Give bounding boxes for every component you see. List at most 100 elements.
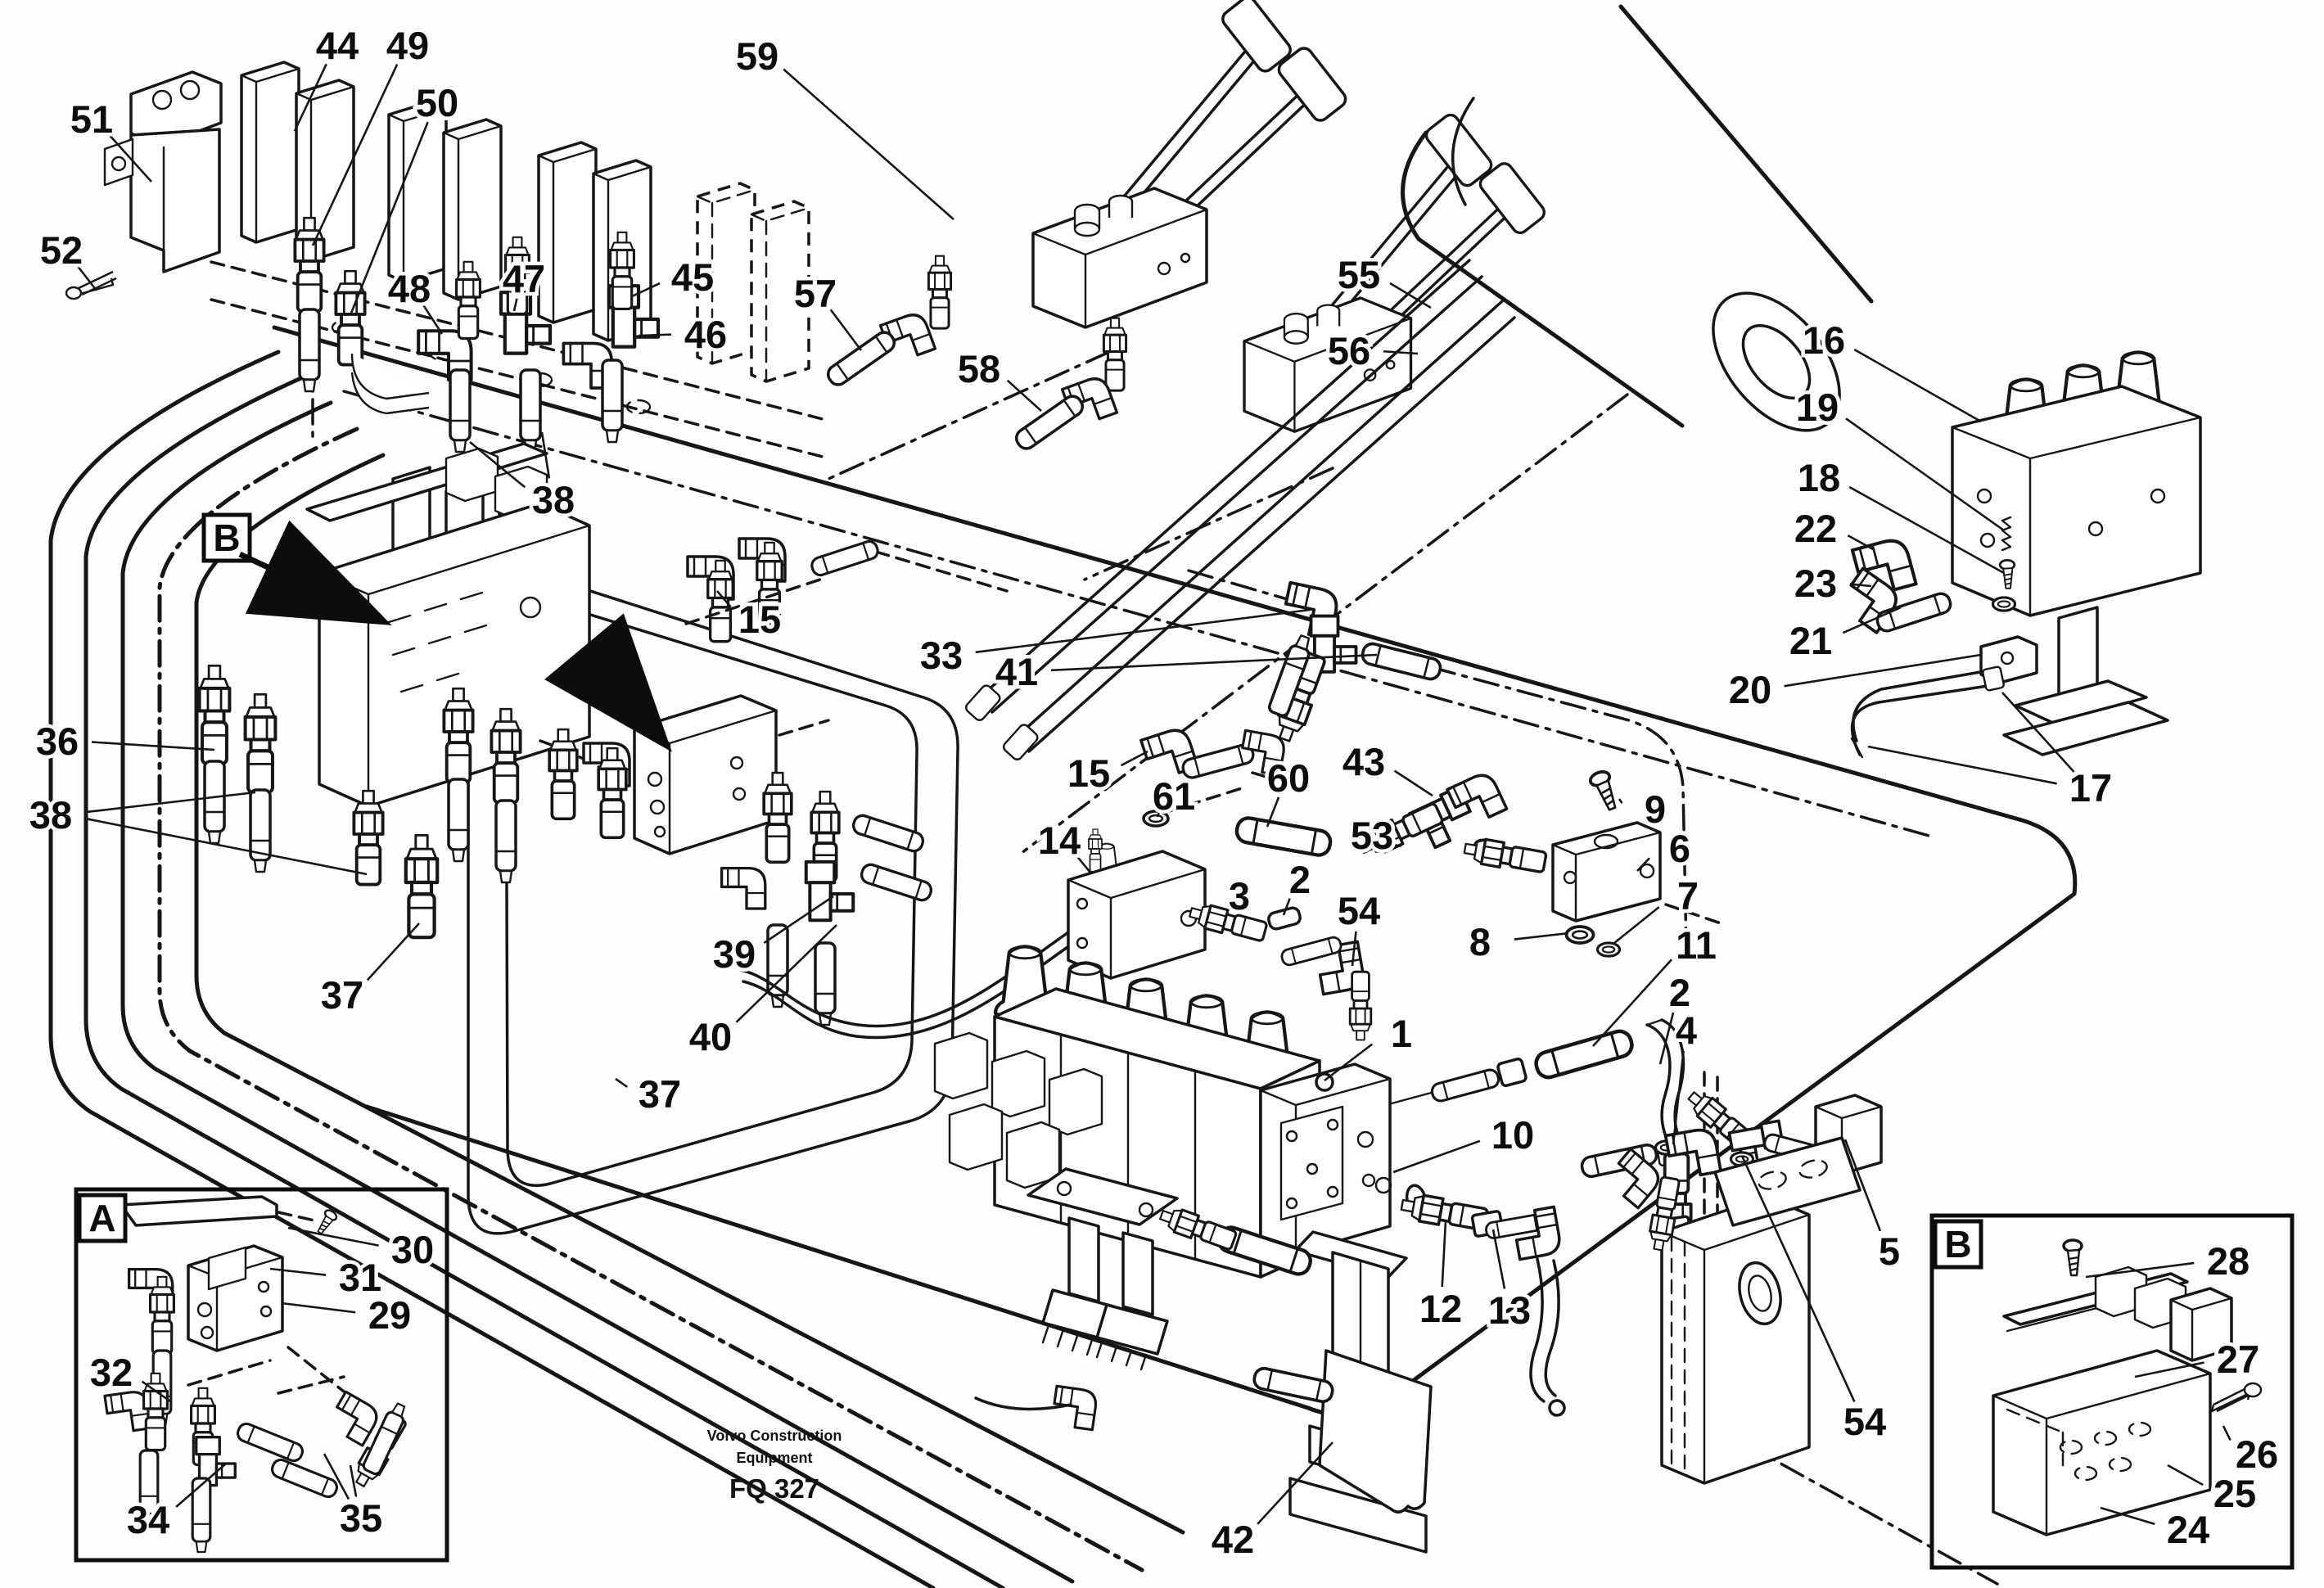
- part-label-2: 2: [1289, 858, 1311, 901]
- line-art: [537, 141, 598, 324]
- leader-line-2: [1658, 1012, 1675, 1065]
- inset-b-border: [1929, 1213, 2295, 1570]
- part-label-35: 35: [340, 1496, 382, 1540]
- line-art: [519, 368, 542, 453]
- line-art: [240, 61, 300, 244]
- line-art: [2128, 1421, 2152, 1437]
- line-art: [203, 760, 226, 845]
- view-marker-b-letter: B: [213, 517, 240, 559]
- line-art: [444, 447, 499, 503]
- line-art: [1002, 724, 1039, 760]
- part-label-46: 46: [684, 313, 727, 356]
- part-label-21: 21: [1789, 619, 1832, 662]
- part-label-33: 33: [920, 634, 963, 677]
- line-art: [257, 1280, 270, 1293]
- line-art: [933, 1031, 989, 1100]
- leader-line-35: [323, 1453, 350, 1500]
- part-label-38: 38: [29, 793, 72, 837]
- pilot-pipe-runs: [48, 350, 1185, 1588]
- part-label-37: 37: [639, 1072, 681, 1116]
- leader-line-38: [540, 431, 551, 479]
- line-art: [2059, 1439, 2083, 1455]
- leader-line-3: [1231, 915, 1234, 918]
- leader-line-42: [1257, 1441, 1333, 1525]
- leader-line-61: [1156, 812, 1160, 818]
- part-label-51: 51: [70, 97, 113, 141]
- leader-line-23: [1849, 583, 1872, 588]
- line-art: [1390, 1090, 1436, 1105]
- overflow-valve-6-group: [1186, 768, 1722, 1041]
- line-art: [1563, 870, 1577, 885]
- line-art: [625, 399, 652, 415]
- part-label-60: 60: [1267, 756, 1310, 800]
- leader-line-7: [1613, 906, 1660, 945]
- leader-line-53: [1384, 841, 1401, 848]
- line-art: [1048, 1067, 1103, 1136]
- part-label-59: 59: [736, 34, 778, 78]
- part-label-42: 42: [1212, 1518, 1254, 1561]
- part-label-45: 45: [671, 255, 714, 299]
- line-art: [1326, 1185, 1339, 1198]
- part-label-37: 37: [321, 973, 363, 1017]
- line-art: [1076, 897, 1089, 910]
- leader-line-49: [311, 63, 399, 246]
- line-art: [1267, 906, 1302, 931]
- leader-line-37: [615, 1077, 628, 1088]
- boom-tube-and-hoses: [964, 4, 1874, 760]
- line-art: [1015, 300, 1516, 753]
- inset-b-letter: B: [1944, 1223, 1971, 1265]
- part-label-7: 7: [1677, 874, 1699, 918]
- line-art: [1548, 1399, 1566, 1417]
- leader-line-17: [1867, 745, 2057, 785]
- line-art: [350, 353, 430, 415]
- line-art: [1533, 1029, 1635, 1080]
- leader-line-9: [1618, 798, 1623, 804]
- leader-line-15: [716, 590, 732, 608]
- line-art: [653, 825, 666, 838]
- part-label-11: 11: [1676, 923, 1717, 967]
- part-label-14: 14: [1038, 819, 1081, 862]
- hydraulic-tank-group: [1578, 1085, 1883, 1485]
- line-art: [246, 694, 276, 792]
- line-art: [1741, 323, 1812, 400]
- line-art: [352, 789, 385, 886]
- leader-line-18: [1848, 485, 2005, 575]
- line-art: [1056, 1180, 1072, 1197]
- line-art: [974, 1396, 1072, 1411]
- leader-line-32: [141, 1380, 171, 1403]
- leader-line-6: [1636, 857, 1650, 872]
- line-art: [1551, 821, 1662, 923]
- part-label-53: 53: [1351, 814, 1393, 857]
- part-label-47: 47: [503, 257, 545, 300]
- line-art: [249, 788, 272, 873]
- line-art: [442, 687, 475, 784]
- pilot-shutoff-valve: [65, 70, 223, 300]
- main-control-valve-bank: [933, 946, 1392, 1279]
- leader-line-16: [1853, 348, 1982, 423]
- leader-line-58: [1006, 379, 1042, 412]
- part-label-16: 16: [1803, 318, 1845, 362]
- line-art: [2014, 679, 2148, 725]
- line-art: [1348, 970, 1373, 1041]
- line-art: [1529, 1257, 1560, 1403]
- leader-line-30: [287, 1226, 379, 1247]
- line-art: [187, 1346, 345, 1395]
- line-art: [1951, 416, 2202, 617]
- line-art: [298, 308, 321, 393]
- part-label-39: 39: [713, 932, 756, 976]
- line-art: [1593, 833, 1619, 850]
- leader-line-13: [1491, 1229, 1506, 1289]
- line-art: [2001, 516, 2012, 552]
- line-art: [1279, 934, 1344, 968]
- part-label-38: 38: [532, 478, 575, 521]
- line-art: [194, 453, 1185, 1535]
- line-art: [1235, 816, 1332, 857]
- line-art: [334, 269, 367, 367]
- leader-line-60: [1266, 796, 1280, 828]
- line-art: [1326, 1118, 1339, 1131]
- part-label-26: 26: [2236, 1432, 2278, 1476]
- line-art: [149, 1275, 175, 1355]
- part-label-13: 13: [1488, 1288, 1531, 1332]
- line-art: [151, 89, 173, 111]
